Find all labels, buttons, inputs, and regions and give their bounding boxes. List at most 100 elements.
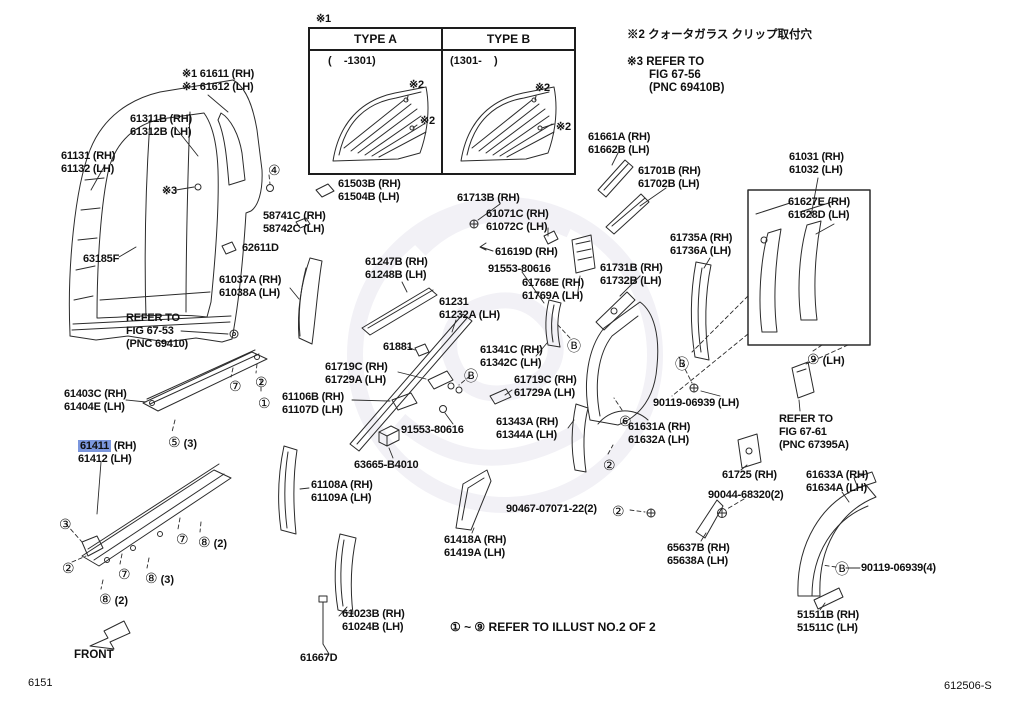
part-label-91553-80616-a[interactable]: 91553-80616 [488, 263, 551, 276]
part-label-line: REFER TO [126, 312, 180, 324]
pin-61667D-art [318, 595, 328, 645]
part-label-63665-B4010[interactable]: 63665-B4010 [354, 459, 419, 472]
pillar-strip-61037A-art [229, 257, 323, 345]
part-label-line: 58742C (LH) [263, 223, 325, 235]
part-label-65637B[interactable]: 65637B (RH)65638A (LH) [667, 542, 730, 568]
part-label-61611[interactable]: ※1 61611 (RH)※1 61612 (LH) [182, 68, 254, 94]
part-label-58741C[interactable]: 58741C (RH)58742C (LH) [263, 210, 326, 236]
callout-b-4: Ⓑ [835, 561, 849, 577]
part-label-line: 61627E (RH) [788, 196, 850, 208]
callout-2-a: ② [255, 374, 268, 390]
clip-91553-b-art [439, 405, 447, 413]
front-arrow [89, 620, 131, 650]
part-label-61106B[interactable]: 61106B (RH)61107D (LH) [282, 391, 344, 417]
part-label-51511B[interactable]: 51511B (RH)51511C (LH) [797, 609, 859, 635]
part-label-line: 61769A (LH) [522, 290, 583, 302]
part-label-line: 61667D [300, 652, 338, 664]
part-label-61108A[interactable]: 61108A (RH)61109A (LH) [311, 479, 373, 505]
part-label-61731B[interactable]: 61731B (RH)61732B (LH) [600, 262, 663, 288]
part-label-90467-07071[interactable]: 90467-07071-22(2) [506, 503, 597, 516]
part-label-line: 61619D (RH) [495, 246, 558, 258]
part-label-line: 61701B (RH) [638, 165, 701, 177]
part-label-line: 90119-06939(4) [861, 562, 936, 574]
note-refer-line1: ※3 REFER TO [627, 56, 705, 68]
part-label-63185F[interactable]: 63185F [83, 253, 119, 266]
part-label-line: 61412 (LH) [78, 453, 132, 465]
part-label-line: 58741C (RH) [263, 210, 326, 222]
part-label-line: 61404E (LH) [64, 401, 125, 413]
part-label-line: 63185F [83, 253, 120, 265]
part-label-61023B[interactable]: 61023B (RH)61024B (LH) [342, 608, 405, 634]
part-label-61627E[interactable]: 61627E (RH)61628D (LH) [788, 196, 850, 222]
callout-8-a: ⑧ (2) [198, 534, 228, 550]
part-label-line: ※1 [316, 13, 331, 25]
callout-2-b: ② [62, 560, 75, 576]
part-label-line: 61662B (LH) [588, 144, 650, 156]
note-quarter-glass: ※2 クォータガラス クリップ取付穴 [627, 29, 813, 41]
part-label-61701B[interactable]: 61701B (RH)61702B (LH) [638, 165, 701, 191]
part-label-line: 61661A (RH) [588, 131, 651, 143]
part-label-m2-b2: ※2 [556, 121, 571, 134]
part-label-line: ※1 61612 (LH) [182, 81, 254, 93]
legend-note: ① ~ ⑨ REFER TO ILLUST NO.2 OF 2 [450, 620, 656, 634]
part-label-line: 90467-07071-22(2) [506, 503, 597, 515]
part-label-61418A[interactable]: 61418A (RH)61419A (LH) [444, 534, 506, 560]
part-label-line: 61131 (RH) [61, 150, 116, 162]
part-label-line: 61023B (RH) [342, 608, 405, 620]
part-label-61411[interactable]: 61411 (RH)61412 (LH) [78, 440, 136, 466]
callout-7-c: ⑦ [118, 566, 131, 582]
part-label-61031[interactable]: 61031 (RH)61032 (LH) [789, 151, 844, 177]
part-label-61713B[interactable]: 61713B (RH) [457, 192, 520, 205]
quarter-inner-61631A-art [585, 301, 659, 426]
part-label-61661A[interactable]: 61661A (RH)61662B (LH) [588, 131, 650, 157]
part-label-line: REFER TO [779, 413, 833, 425]
part-label-91553-80616-b[interactable]: 91553-80616 [401, 424, 464, 437]
part-61106B-art [391, 392, 418, 411]
part-label-line: 61031 (RH) [789, 151, 844, 163]
part-label-line: 90044-68320(2) [708, 489, 784, 501]
part-label-61311B[interactable]: 61311B (RH)61312B (LH) [130, 113, 192, 139]
slat-61343A-art [571, 403, 589, 473]
part-label-line: 61881 [383, 341, 413, 353]
part-label-line: (PNC 67395A) [779, 439, 849, 451]
part-label-62611D[interactable]: 62611D [242, 242, 279, 255]
part-label-61725[interactable]: 61725 (RH) [722, 469, 777, 482]
callout-7-a: ⑦ [229, 378, 242, 394]
part-label-line: 61419A (LH) [444, 547, 505, 559]
part-label-line: 61403C (RH) [64, 388, 127, 400]
part-label-line: 61231 [439, 296, 469, 308]
part-label-mark3: ※3 [162, 185, 177, 198]
part-label-line: FIG 67-53 [126, 325, 174, 337]
part-label-61667D[interactable]: 61667D [300, 652, 338, 665]
part-label-m2-a2: ※2 [420, 115, 435, 128]
selected-part-highlight[interactable]: 61411 [78, 440, 111, 452]
part-label-61403C[interactable]: 61403C (RH)61404E (LH) [64, 388, 127, 414]
part-label-61341C[interactable]: 61341C (RH)61342C (LH) [480, 344, 543, 370]
part-label-line: 61418A (RH) [444, 534, 507, 546]
part-label-line: 65638A (LH) [667, 555, 728, 567]
part-label-90044-68320[interactable]: 90044-68320(2) [708, 489, 784, 502]
part-label-line: 61106B (RH) [282, 391, 344, 403]
part-label-61768E[interactable]: 61768E (RH)61769A (LH) [522, 277, 584, 303]
part-label-61343A[interactable]: 61343A (RH)61344A (LH) [496, 416, 558, 442]
note-refer-line3: (PNC 69410B) [649, 82, 725, 94]
part-label-line: 61713B (RH) [457, 192, 520, 204]
part-label-61719C-a[interactable]: 61719C (RH)61729A (LH) [325, 361, 388, 387]
part-label-61503B[interactable]: 61503B (RH)61504B (LH) [338, 178, 401, 204]
strip-61247B-art [361, 287, 438, 336]
slat-61341C-art [545, 299, 562, 348]
part-label-61071C[interactable]: 61071C (RH)61072C (LH) [486, 208, 549, 234]
part-label-61131[interactable]: 61131 (RH)61132 (LH) [61, 150, 115, 176]
part-label-90119-06939-4[interactable]: 90119-06939(4) [861, 562, 936, 575]
part-label-61619D[interactable]: 61619D (RH) [495, 246, 558, 259]
part-label-61881[interactable]: 61881 [383, 341, 413, 354]
part-label-61037A[interactable]: 61037A (RH)61038A (LH) [219, 274, 281, 300]
part-label-line: 51511B (RH) [797, 609, 859, 621]
part-label-61719C-b[interactable]: 61719C (RH)61729A (LH) [514, 374, 577, 400]
part-label-61735A[interactable]: 61735A (RH)61736A (LH) [670, 232, 732, 258]
part-label-61631A[interactable]: 61631A (RH)61632A (LH) [628, 421, 690, 447]
part-label-90119-06939-lh[interactable]: 90119-06939 (LH) [653, 397, 739, 410]
part-label-61633A[interactable]: 61633A (RH)61634A (LH) [806, 469, 868, 495]
part-label-61247B[interactable]: 61247B (RH)61248B (LH) [365, 256, 428, 282]
